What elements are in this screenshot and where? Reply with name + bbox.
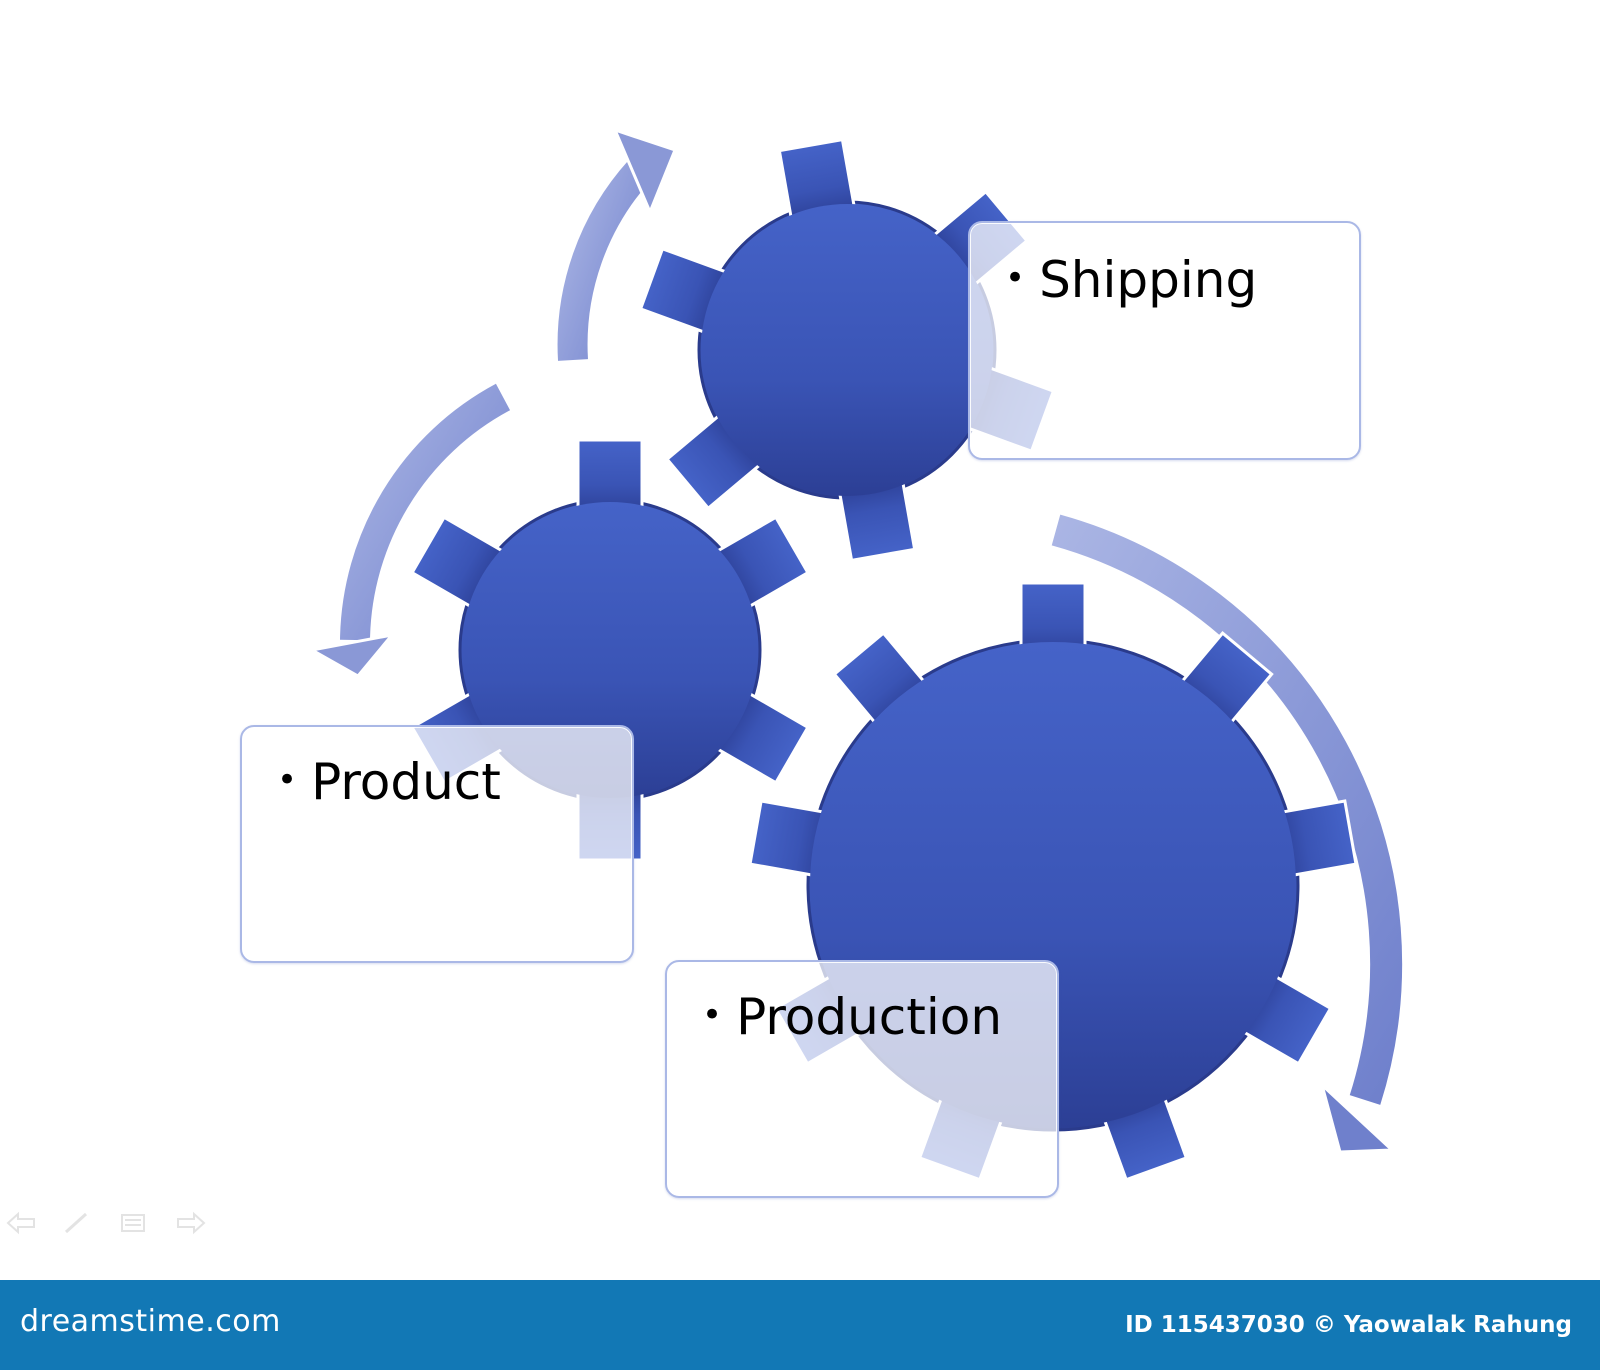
production-box: Production xyxy=(665,960,1059,1198)
product-box: Product xyxy=(240,725,634,963)
menu-icon[interactable] xyxy=(116,1210,152,1236)
footer-bar: dreamstime.com ID 115437030 © Yaowalak R… xyxy=(0,1280,1600,1370)
arrow-to-production xyxy=(1051,514,1403,1154)
slide-controls xyxy=(4,1210,208,1240)
back-arrow-icon[interactable] xyxy=(4,1210,40,1236)
shipping-label: Shipping xyxy=(1005,255,1257,305)
product-label: Product xyxy=(277,757,501,807)
footer-credit: ID 115437030 © Yaowalak Rahung xyxy=(1125,1312,1572,1338)
cycle-arrows xyxy=(307,127,1403,1154)
pen-icon[interactable] xyxy=(60,1210,96,1236)
shipping-box: Shipping xyxy=(968,221,1361,460)
production-label: Production xyxy=(702,992,1002,1042)
footer-brand: dreamstime.com xyxy=(20,1304,281,1339)
arrow-to-shipping xyxy=(557,127,677,361)
arrow-to-product xyxy=(307,383,511,678)
forward-arrow-icon[interactable] xyxy=(172,1210,208,1236)
